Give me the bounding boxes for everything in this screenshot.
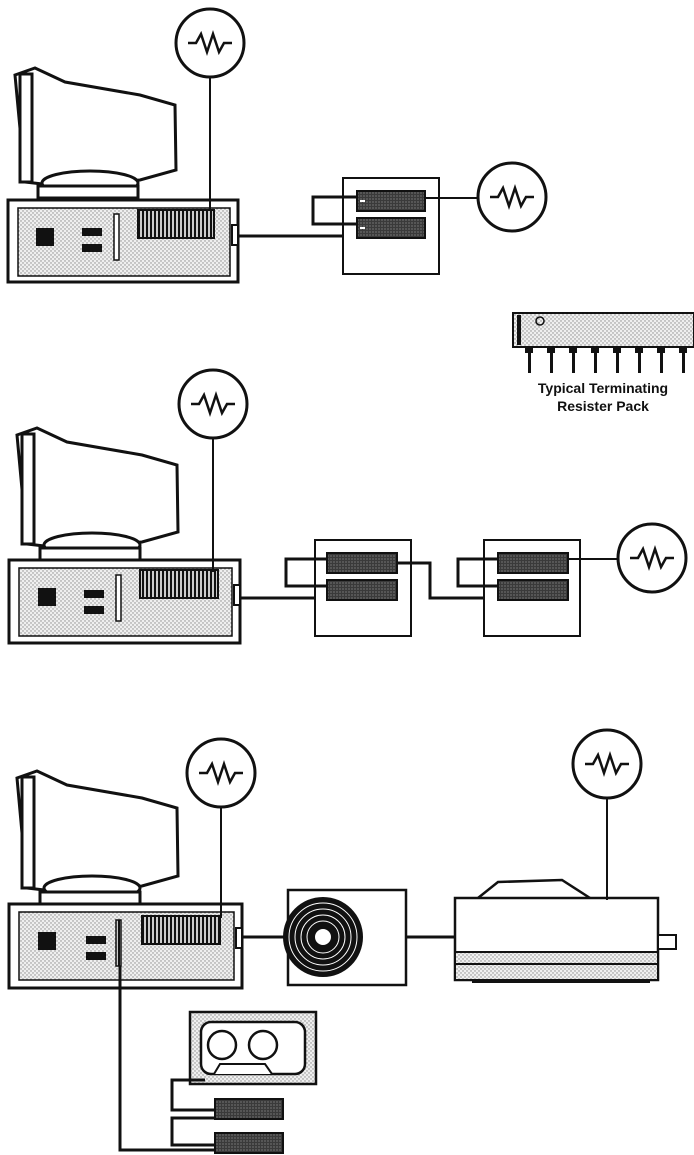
disk-drive-icon (456, 539, 581, 637)
section-2 (7, 368, 688, 645)
resister-pack-pins (525, 347, 687, 373)
scsi-cable (397, 561, 498, 600)
hard-disk-icon (283, 888, 408, 987)
terminator-symbol-icon (476, 161, 548, 233)
terminator-symbol-icon (174, 7, 246, 79)
tape-drive-icon (188, 1010, 318, 1086)
terminator-symbol-icon (177, 368, 249, 440)
section-3 (7, 728, 677, 1154)
computer-icon (6, 66, 240, 284)
resister-pack-label-line2: Resister Pack (557, 398, 649, 414)
section-1 (6, 7, 548, 284)
computer-icon (7, 769, 244, 990)
scsi-cable (170, 1078, 215, 1112)
resister-pack-label-line1: Typical Terminating (538, 380, 668, 396)
terminator-symbol-icon (185, 737, 257, 809)
terminator-symbol-icon (571, 728, 643, 800)
terminating-resister-pack (214, 1098, 284, 1154)
disk-drive-icon (311, 177, 440, 275)
terminator-symbol-icon (616, 522, 688, 594)
scsi-cable (170, 1116, 215, 1147)
disk-drive-icon (284, 539, 412, 637)
resister-pack: Typical Terminating Resister Pack (512, 312, 694, 414)
scsi-cable (118, 966, 215, 1152)
computer-icon (7, 426, 242, 645)
printer-icon (453, 878, 677, 983)
